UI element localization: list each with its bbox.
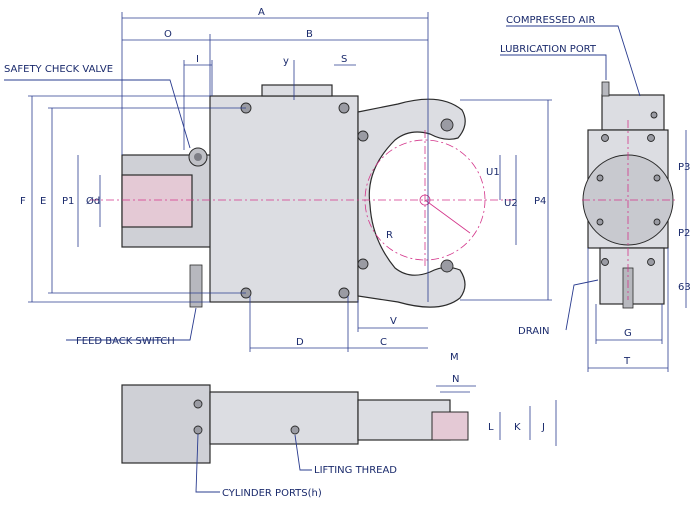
callout-drain: DRAIN	[518, 326, 550, 337]
leader-feed-back-switch	[66, 307, 197, 341]
bolt-hole-icon	[601, 134, 609, 142]
cylinder-port-icon	[193, 425, 203, 435]
leader-cylinder-ports	[195, 433, 220, 493]
feedback-switch-icon	[189, 264, 203, 308]
bottom-jaw-tip	[431, 411, 469, 441]
dim-label-e: E	[40, 196, 46, 207]
leader-lubrication-port	[500, 54, 607, 80]
leader-drain	[565, 279, 599, 331]
bolt-hole-icon	[357, 130, 369, 142]
dim-label-b: B	[306, 29, 313, 40]
bottom-view	[121, 384, 557, 464]
valve-core-icon	[194, 153, 202, 161]
dim-label-f: F	[20, 196, 26, 207]
dim-label-d-bottom: D	[296, 337, 304, 348]
main-housing	[209, 95, 359, 303]
dim-label-d: Ød	[86, 195, 100, 207]
dim-label-l: L	[488, 422, 494, 433]
bolt-hole-icon	[647, 258, 655, 266]
radius-line	[424, 199, 471, 234]
dim-label-p4: P4	[534, 196, 546, 207]
dim-label-p3: P3	[678, 162, 690, 173]
gripper-jaws	[357, 98, 466, 308]
bolt-hole-icon	[601, 258, 609, 266]
bolt-hole-icon	[596, 218, 604, 226]
dim-label-o: O	[164, 29, 172, 40]
dim-label-t: T	[623, 356, 631, 367]
dim-label-j: J	[541, 422, 545, 433]
dim-label-c: C	[380, 337, 387, 348]
dim-label-v: V	[390, 316, 397, 327]
dim-label-k: K	[514, 422, 521, 433]
pivot-hole-icon	[440, 118, 454, 132]
callout-feed-back-switch: FEED BACK SWITCH	[76, 336, 175, 347]
pivot-hole-icon	[440, 259, 454, 273]
side-view	[582, 81, 687, 372]
callout-compressed-air: COMPRESSED AIR	[506, 15, 595, 26]
bottom-cylinder	[121, 384, 211, 464]
cylinder-rod-block	[121, 174, 193, 228]
callout-safety-check-valve: SAFETY CHECK VALVE	[4, 64, 113, 75]
callout-lifting-thread: LIFTING THREAD	[314, 465, 397, 476]
dim-label-p2: P2	[678, 228, 690, 239]
bolt-hole-icon	[653, 218, 661, 226]
lifting-thread-icon	[290, 425, 300, 435]
dim-label-63: 63	[678, 282, 691, 293]
callout-cylinder-ports: CYLINDER PORTS(h)	[222, 488, 322, 499]
bolt-hole-icon	[647, 134, 655, 142]
air-fitting-icon	[601, 81, 610, 97]
bolt-hole-icon	[596, 174, 604, 182]
dim-label-y: y	[283, 56, 289, 67]
bolt-hole-icon	[357, 258, 369, 270]
leader-safety-check-valve	[4, 79, 191, 149]
bolt-hole-icon	[338, 287, 350, 299]
dim-label-a: A	[258, 7, 265, 18]
dim-label-r: R	[386, 230, 393, 241]
dim-label-n: N	[452, 374, 459, 385]
dim-label-s: S	[341, 54, 347, 65]
dim-label-m: M	[450, 352, 459, 363]
callout-lubrication-port: LUBRICATION PORT	[500, 44, 597, 55]
dim-label-u2: U2	[504, 198, 518, 209]
dim-label-p1: P1	[62, 196, 74, 207]
lubrication-port-icon	[650, 111, 658, 119]
top-tab	[261, 84, 333, 97]
cylinder-port-icon	[193, 399, 203, 409]
front-view	[28, 12, 552, 352]
dim-label-i: I	[196, 54, 199, 65]
dim-label-g: G	[624, 328, 632, 339]
dim-label-u1: U1	[486, 167, 500, 178]
leader-compressed-air	[506, 25, 641, 97]
bolt-hole-icon	[338, 102, 350, 114]
bottom-housing	[209, 391, 359, 445]
bolt-hole-icon	[653, 174, 661, 182]
leader-lifting-thread	[294, 434, 312, 471]
